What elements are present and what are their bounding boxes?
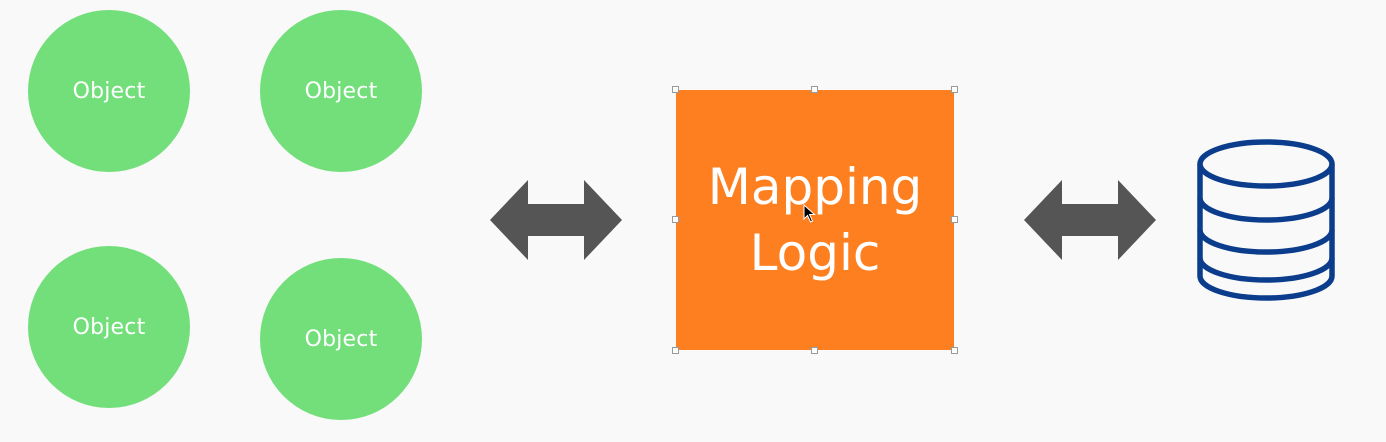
object-node-label: Object — [72, 314, 146, 340]
object-node-4[interactable]: Object — [260, 258, 422, 420]
resize-handle-bottom-left[interactable] — [672, 347, 679, 354]
resize-handle-top-right[interactable] — [951, 86, 958, 93]
resize-handle-left[interactable] — [672, 216, 679, 223]
resize-handle-top[interactable] — [811, 86, 818, 93]
object-node-label: Object — [304, 326, 378, 352]
double-arrow-icon[interactable] — [490, 180, 622, 260]
mapping-logic-line-2: Logic — [749, 224, 881, 282]
database-icon[interactable] — [1194, 138, 1338, 302]
mapping-logic-box[interactable]: Mapping Logic — [672, 86, 958, 354]
object-node-1[interactable]: Object — [28, 10, 190, 172]
object-node-3[interactable]: Object — [28, 246, 190, 408]
resize-handle-top-left[interactable] — [672, 86, 679, 93]
object-node-label: Object — [304, 78, 378, 104]
resize-handle-right[interactable] — [951, 216, 958, 223]
mapping-logic-line-1: Mapping — [707, 158, 923, 216]
mouse-cursor-icon — [803, 204, 816, 223]
resize-handle-bottom-right[interactable] — [951, 347, 958, 354]
object-node-label: Object — [72, 78, 146, 104]
object-node-2[interactable]: Object — [260, 10, 422, 172]
double-arrow-icon[interactable] — [1024, 180, 1156, 260]
resize-handle-bottom[interactable] — [811, 347, 818, 354]
